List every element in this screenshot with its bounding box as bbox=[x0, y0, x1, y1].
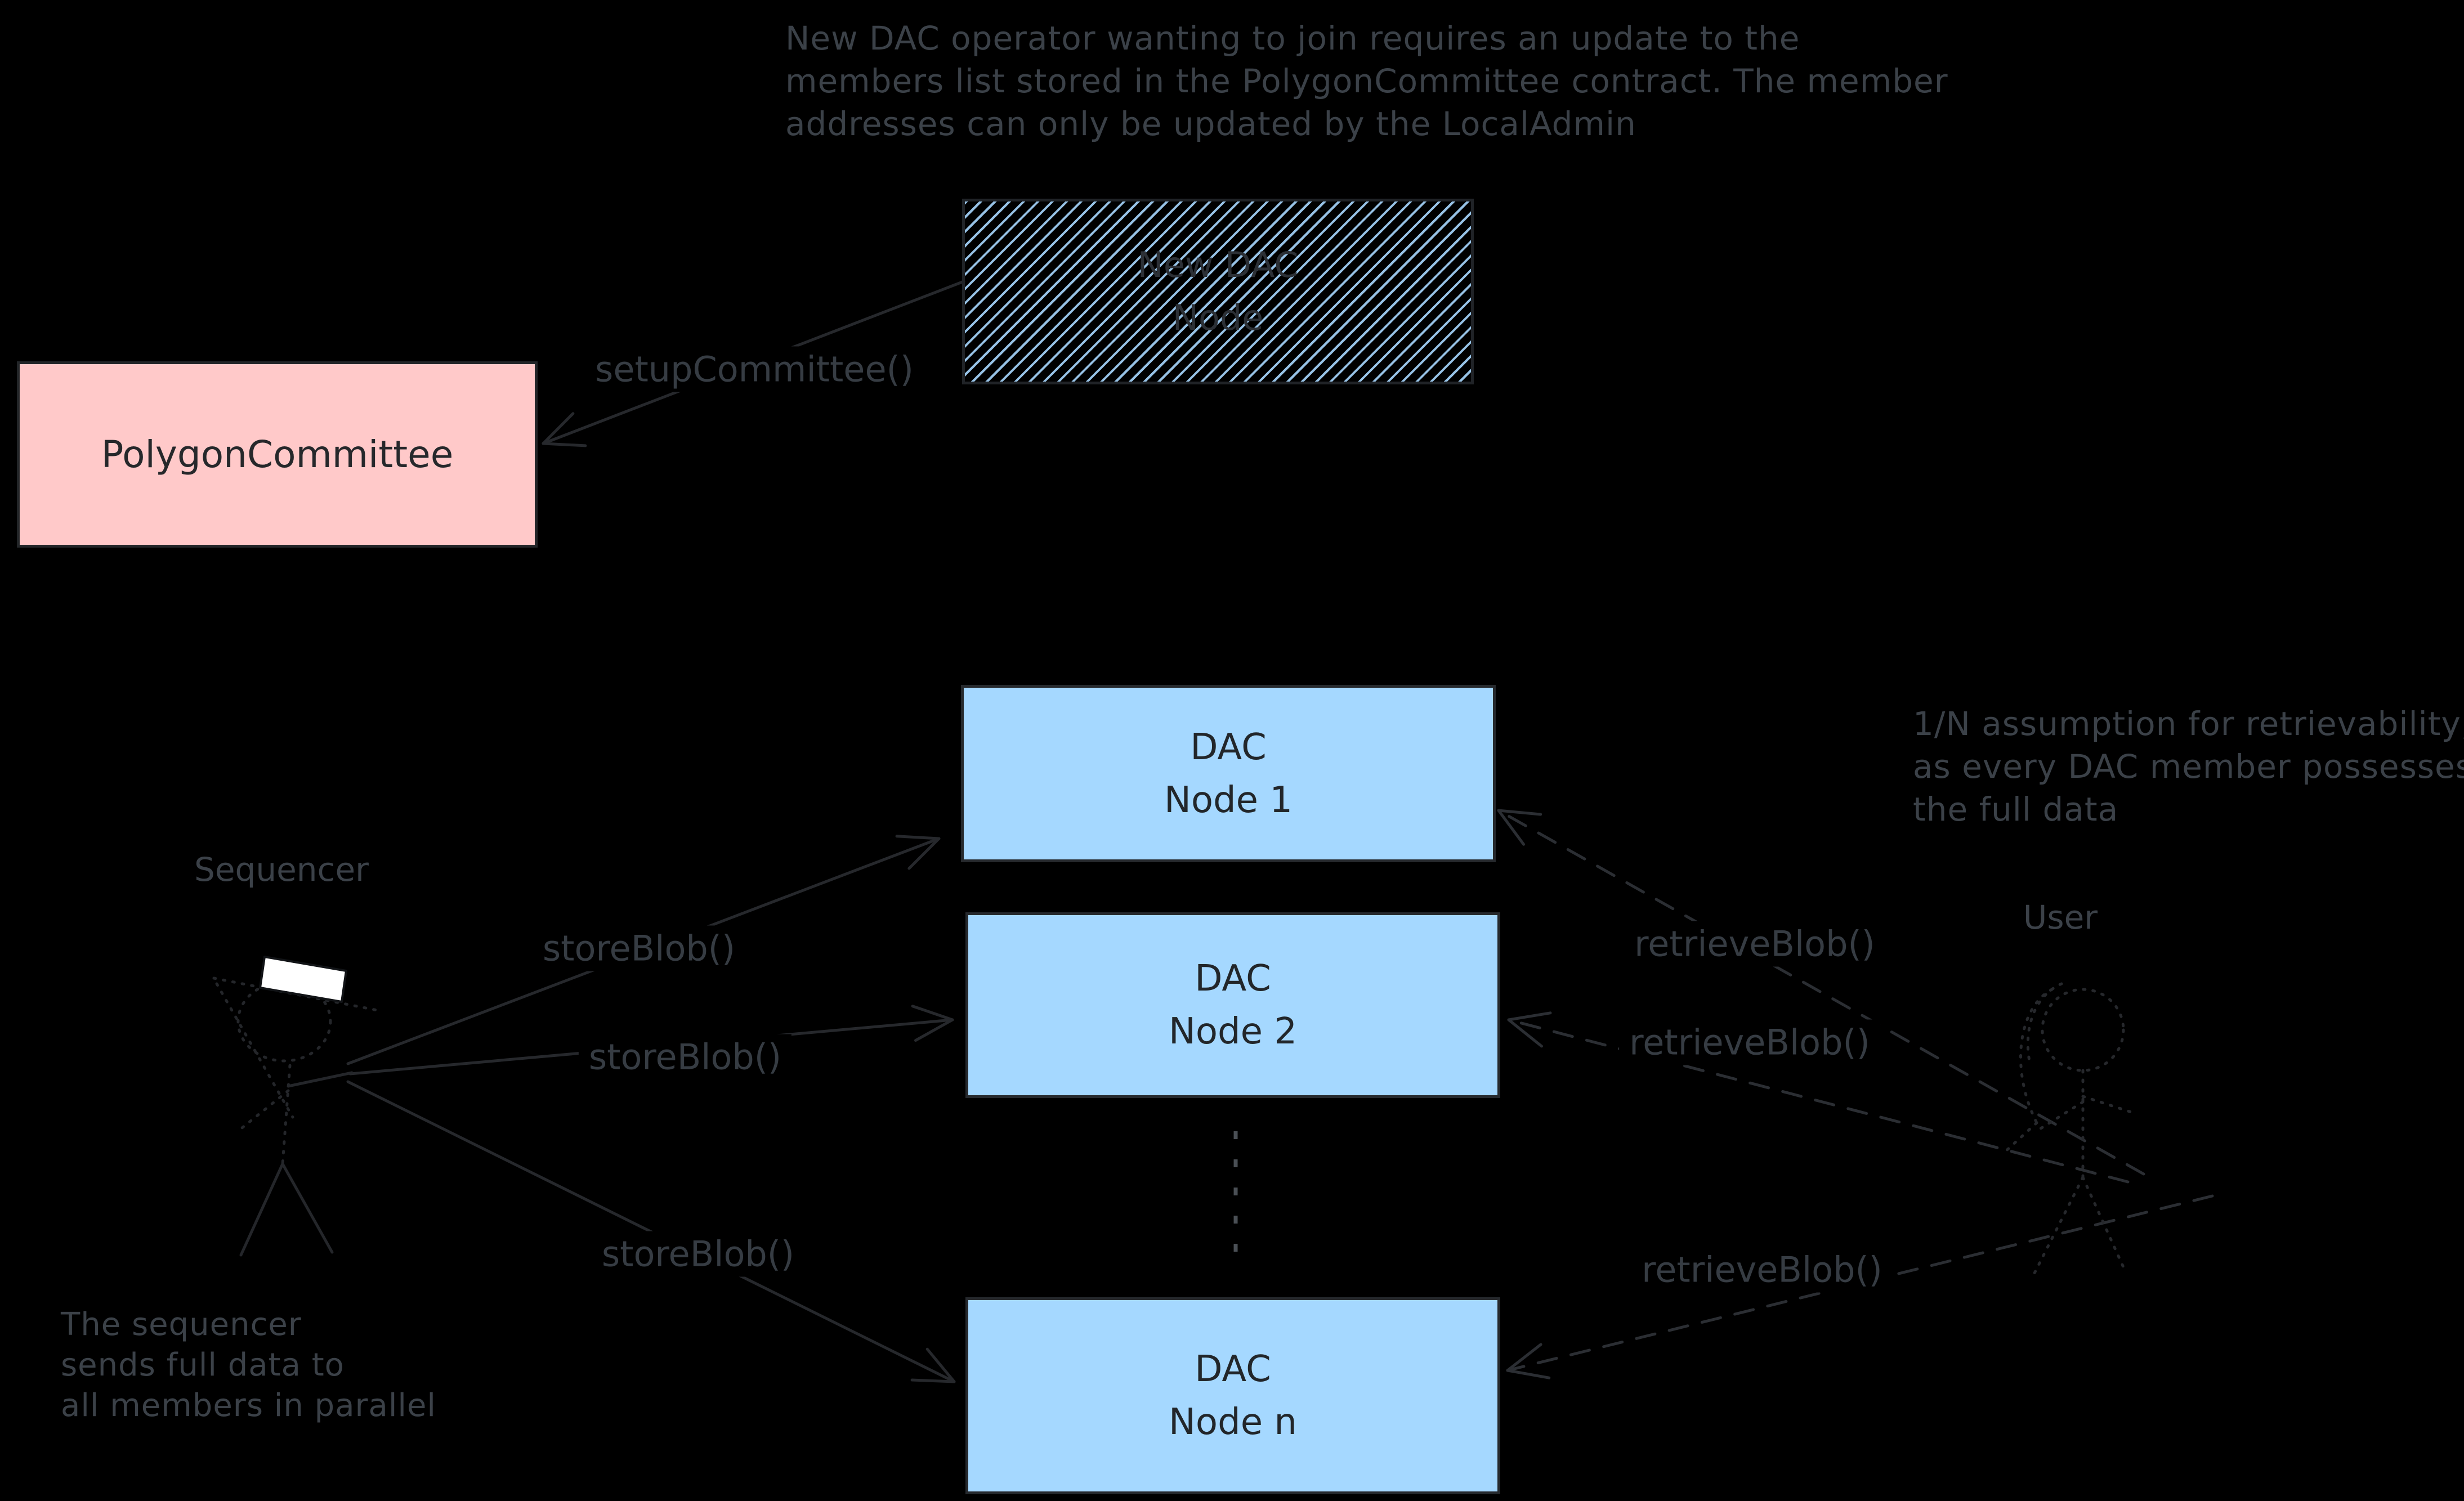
user-label: User bbox=[2023, 898, 2098, 937]
top-note-line: members list stored in the PolygonCommit… bbox=[785, 62, 1948, 100]
dac-node-n-box: DAC Node n bbox=[965, 1297, 1500, 1494]
new-dac-node-label: New DAC bbox=[1137, 244, 1299, 285]
retrieve-blob-label-1: retrieveBlob() bbox=[1624, 921, 1885, 967]
sequencer-note-line: all members in parallel bbox=[61, 1387, 436, 1424]
dac-node-2-box: DAC Node 2 bbox=[965, 912, 1500, 1098]
dac-node-n-label: DAC bbox=[1195, 1348, 1271, 1390]
sequencer-person-icon bbox=[212, 956, 379, 1257]
retrieve-blob-label-2: retrieveBlob() bbox=[1619, 1019, 1880, 1065]
store-blob-label-2: storeBlob() bbox=[578, 1034, 792, 1080]
polygon-committee-label: PolygonCommittee bbox=[101, 432, 454, 476]
dac-node-1-label: Node 1 bbox=[1164, 779, 1293, 821]
polygon-committee-box: PolygonCommittee bbox=[17, 361, 538, 548]
dac-node-n-label: Node n bbox=[1169, 1401, 1297, 1443]
sequencer-note: The sequencer sends full data to all mem… bbox=[61, 1305, 436, 1426]
user-person-icon bbox=[2002, 982, 2136, 1275]
new-dac-node-label: Node bbox=[1172, 297, 1264, 338]
laptop-icon bbox=[259, 956, 347, 1003]
retrievability-note: 1/N assumption for retrievability, as ev… bbox=[1913, 702, 2464, 831]
top-note-line: New DAC operator wanting to join require… bbox=[785, 19, 1800, 57]
dac-node-1-label: DAC bbox=[1190, 726, 1267, 768]
store-blob-label-1: storeBlob() bbox=[532, 925, 746, 971]
sequencer-label: Sequencer bbox=[194, 850, 369, 889]
retrievability-note-line: as every DAC member possesses bbox=[1913, 747, 2464, 786]
retrieve-blob-arrow-3 bbox=[1506, 1194, 2214, 1379]
top-note-line: addresses can only be updated by the Loc… bbox=[785, 105, 1636, 143]
retrieve-blob-label-3: retrieveBlob() bbox=[1631, 1247, 1893, 1293]
store-blob-label-3: storeBlob() bbox=[591, 1231, 805, 1277]
dac-node-2-label: Node 2 bbox=[1168, 1011, 1298, 1052]
top-note: New DAC operator wanting to join require… bbox=[785, 17, 1948, 145]
dac-node-1-box: DAC Node 1 bbox=[961, 685, 1496, 862]
retrievability-note-line: the full data bbox=[1913, 790, 2119, 828]
retrieve-blob-arrow-1 bbox=[1497, 809, 2145, 1176]
setup-committee-label: setupCommittee() bbox=[585, 346, 924, 392]
dac-node-2-label: DAC bbox=[1195, 958, 1271, 1000]
sequencer-note-line: sends full data to bbox=[61, 1347, 345, 1383]
retrieve-blob-arrow-2 bbox=[1507, 1011, 2130, 1184]
sequencer-note-line: The sequencer bbox=[61, 1306, 302, 1343]
new-dac-node-box: New DAC Node bbox=[962, 199, 1474, 384]
retrievability-note-line: 1/N assumption for retrievability, bbox=[1913, 705, 2464, 743]
